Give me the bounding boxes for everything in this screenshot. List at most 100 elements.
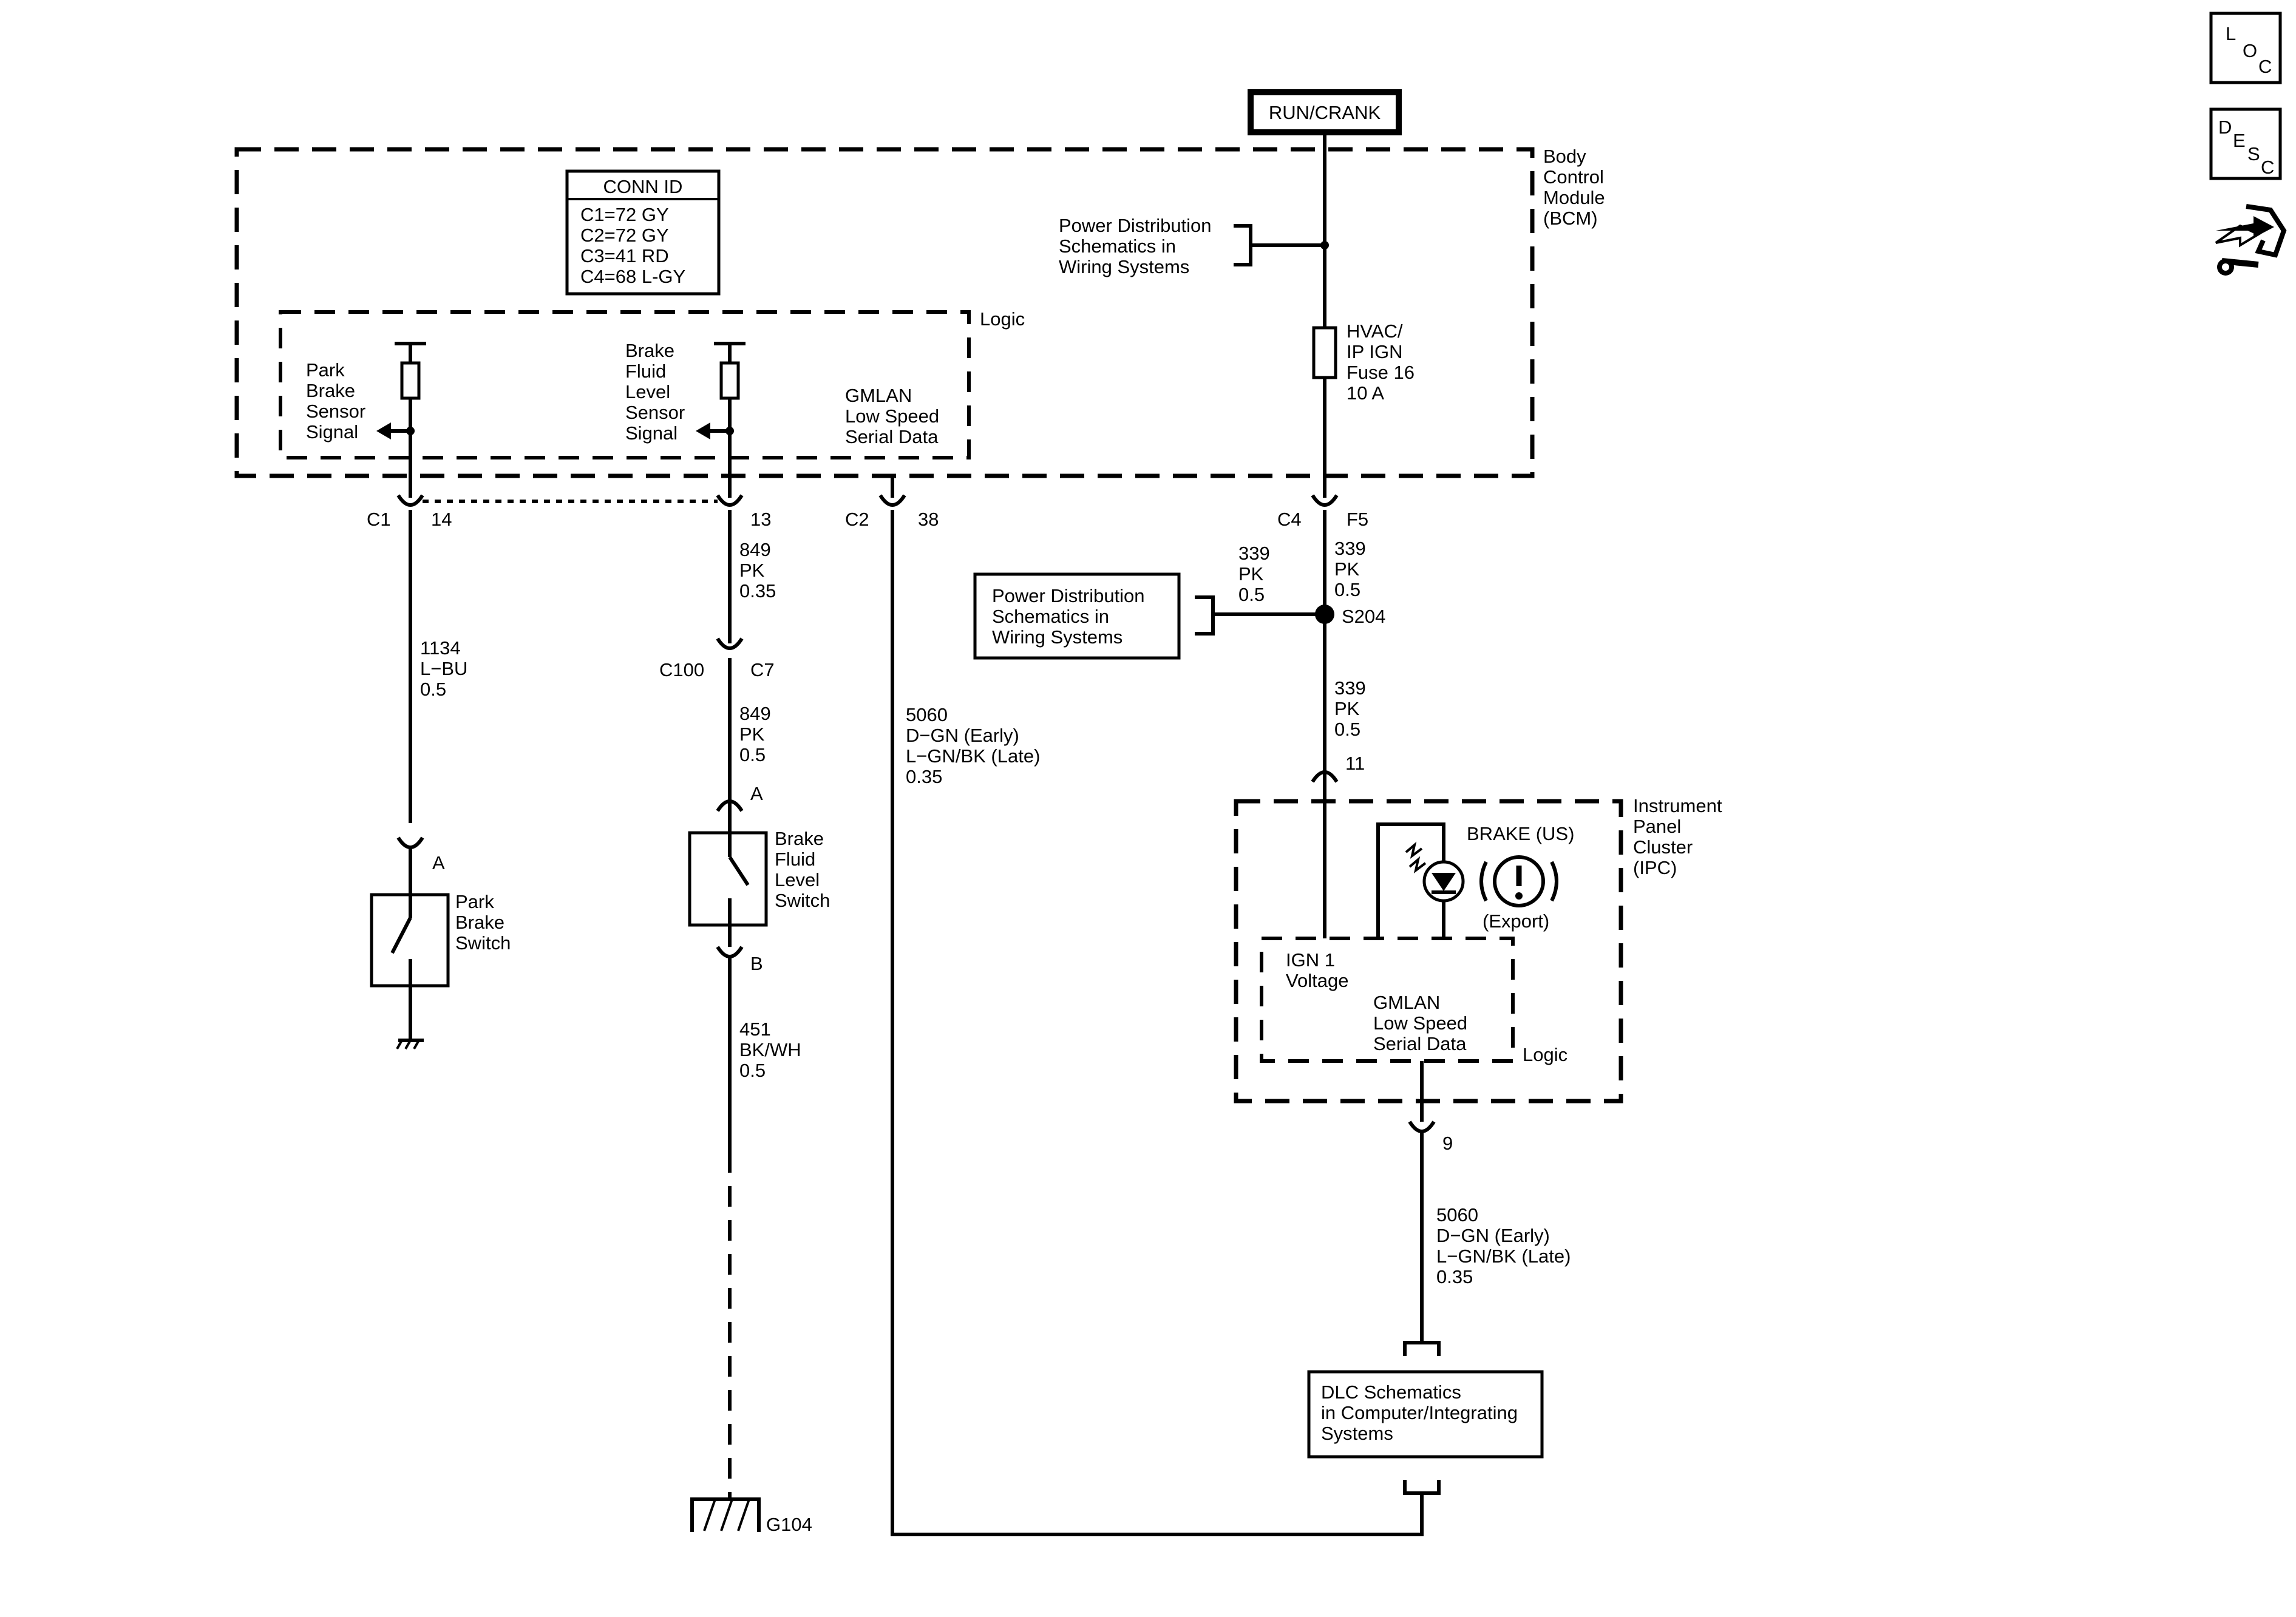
schematic-label: 849 xyxy=(739,539,771,560)
wire-339-left-label: 339 PK 0.5 xyxy=(1238,543,1270,605)
schematic-label: 339 xyxy=(1334,538,1366,559)
wire-339-lower-label: 339 PK 0.5 xyxy=(1334,677,1366,740)
schematic-label: Sensor xyxy=(625,402,685,423)
connector-c4: C4 F5 xyxy=(1277,494,1368,530)
schematic-label: 0.5 xyxy=(739,744,766,765)
conn-id-box: CONN ID C1=72 GY C2=72 GY C3=41 RD C4=68… xyxy=(565,169,721,296)
brake-warning-icon: (Export) xyxy=(1479,855,1558,932)
wire-5060-right-label: 5060 D−GN (Early) L−GN/BK (Late) 0.35 xyxy=(1436,1204,1571,1287)
schematic-label: Switch xyxy=(455,932,511,954)
splice-s204-label: S204 xyxy=(1342,606,1385,627)
schematic-label: C4 xyxy=(1277,509,1302,530)
schematic-label: Panel xyxy=(1633,816,1681,837)
schematic-label: O xyxy=(2243,40,2257,61)
power-distribution-box[interactable]: Power Distribution Schematics in Wiring … xyxy=(973,572,1181,660)
schematic-label: Power Distribution xyxy=(992,585,1145,606)
schematic-label: Brake xyxy=(775,828,824,849)
ipc-logic-box xyxy=(1260,937,1515,1063)
park-brake-switch: Park Brake Switch xyxy=(370,891,511,988)
schematic-label: 10 A xyxy=(1347,382,1384,404)
schematic-label: D xyxy=(2218,117,2232,138)
schematic-label: Signal xyxy=(306,421,358,442)
bcm-title: Body Control Module (BCM) xyxy=(1543,146,1605,229)
schematic-label: PK xyxy=(1238,563,1264,585)
conn-id-row: C3=41 RD xyxy=(580,245,669,266)
schematic-label: 0.35 xyxy=(1436,1266,1473,1287)
schematic-label: Fluid xyxy=(625,361,666,382)
dlc-schematics-box[interactable]: DLC Schematics in Computer/Integrating S… xyxy=(1307,1370,1544,1459)
pin-14-label: 14 xyxy=(431,509,452,530)
junction-dot xyxy=(1320,241,1329,249)
schematic-label: in Computer/Integrating xyxy=(1321,1402,1518,1423)
schematic-label: 0.5 xyxy=(1238,584,1265,605)
schematic-label: Instrument xyxy=(1633,795,1722,816)
schematic-label: C100 xyxy=(659,659,704,680)
schematic-label: Park xyxy=(455,891,494,912)
schematic-label: C7 xyxy=(750,659,775,680)
schematic-label: 339 xyxy=(1334,677,1366,699)
schematic-label: E xyxy=(2233,130,2246,151)
connector-c1: C1 14 13 xyxy=(367,494,771,530)
schematic-label: Serial Data xyxy=(1373,1033,1467,1054)
schematic-label: 451 xyxy=(739,1019,771,1040)
schematic-label: Signal xyxy=(625,422,678,444)
schematic-label: 5060 xyxy=(1436,1204,1478,1225)
schematic-label: 849 xyxy=(739,703,771,724)
schematic-label: Park xyxy=(306,359,345,381)
pin-a-park: A xyxy=(432,852,445,873)
g104-ground-icon: G104 xyxy=(690,1497,812,1535)
ipc-module-box xyxy=(1234,799,1623,1103)
schematic-label: PK xyxy=(1334,698,1360,719)
wire-451-label: 451 BK/WH 0.5 xyxy=(739,1019,801,1081)
schematic-label: 0.5 xyxy=(420,679,446,700)
pin-b-fluid: B xyxy=(750,953,763,974)
connector-c2: C2 38 xyxy=(845,494,939,530)
wire-1134-label: 1134 L−BU 0.5 xyxy=(420,637,467,700)
schematic-label: Schematics in xyxy=(992,606,1109,627)
schematic-label: (BCM) xyxy=(1543,208,1598,229)
ipc-ign-label: IGN 1 Voltage xyxy=(1286,949,1348,991)
schematic-label: D−GN (Early) xyxy=(906,725,1019,746)
schematic-label: L−GN/BK (Late) xyxy=(906,745,1040,767)
connector-c1-label: C1 xyxy=(367,509,391,530)
loc-icon[interactable]: L O C xyxy=(2209,12,2282,84)
schematic-label: 0.5 xyxy=(1334,719,1360,740)
wire-849-mid-label: 849 PK 0.5 xyxy=(739,703,771,765)
wire-5060-left-label: 5060 D−GN (Early) L−GN/BK (Late) 0.35 xyxy=(906,704,1040,787)
schematic-label: L xyxy=(2226,23,2236,44)
schematic-label: Cluster xyxy=(1633,836,1693,858)
schematic-label: GMLAN xyxy=(845,385,912,406)
ipc-pin-11: 11 xyxy=(1345,753,1365,774)
conn-id-row: C1=72 GY xyxy=(580,204,669,225)
schematic-label: Brake xyxy=(455,912,504,933)
connector-c100: C100 C7 xyxy=(659,628,775,680)
ipc-title: Instrument Panel Cluster (IPC) xyxy=(1633,795,1722,878)
brake-us-label: BRAKE (US) xyxy=(1467,823,1574,844)
schematic-label: C xyxy=(2258,56,2272,77)
schematic-label: Schematics in xyxy=(1059,236,1176,257)
schematic-label: C2 xyxy=(845,509,869,530)
schematic-label: BK/WH xyxy=(739,1039,801,1060)
pin-13-label: 13 xyxy=(750,509,771,530)
wire-5060-bcm xyxy=(891,510,1424,1536)
schematic-label: Fluid xyxy=(775,849,815,870)
desc-icon[interactable]: D E S C xyxy=(2209,107,2282,180)
schematic-label: C xyxy=(2261,157,2274,178)
schematic-label: HVAC/ xyxy=(1347,320,1403,342)
schematic-label: (IPC) xyxy=(1633,857,1677,878)
wire-339-right-label: 339 PK 0.5 xyxy=(1334,538,1366,600)
schematic-label: Control xyxy=(1543,166,1604,188)
schematic-label: DLC Schematics xyxy=(1321,1381,1461,1403)
schematic-label: L−GN/BK (Late) xyxy=(1436,1246,1571,1267)
brake-fluid-level-switch: Brake Fluid Level Switch xyxy=(688,828,830,927)
schematic-label: Switch xyxy=(775,890,830,911)
schematic-label: IGN 1 xyxy=(1286,949,1335,971)
power-distribution-note-bcm[interactable]: Power Distribution Schematics in Wiring … xyxy=(1059,215,1325,277)
schematic-label: Brake xyxy=(625,340,674,361)
bcm-logic-label: Logic xyxy=(980,308,1025,330)
schematic-label: 0.5 xyxy=(1334,579,1360,600)
brake-fluid-level-sensor-signal: Brake Fluid Level Sensor Signal xyxy=(625,340,746,498)
schematic-label: L−BU xyxy=(420,658,467,679)
wrench-arrows-icon[interactable] xyxy=(2215,204,2287,276)
